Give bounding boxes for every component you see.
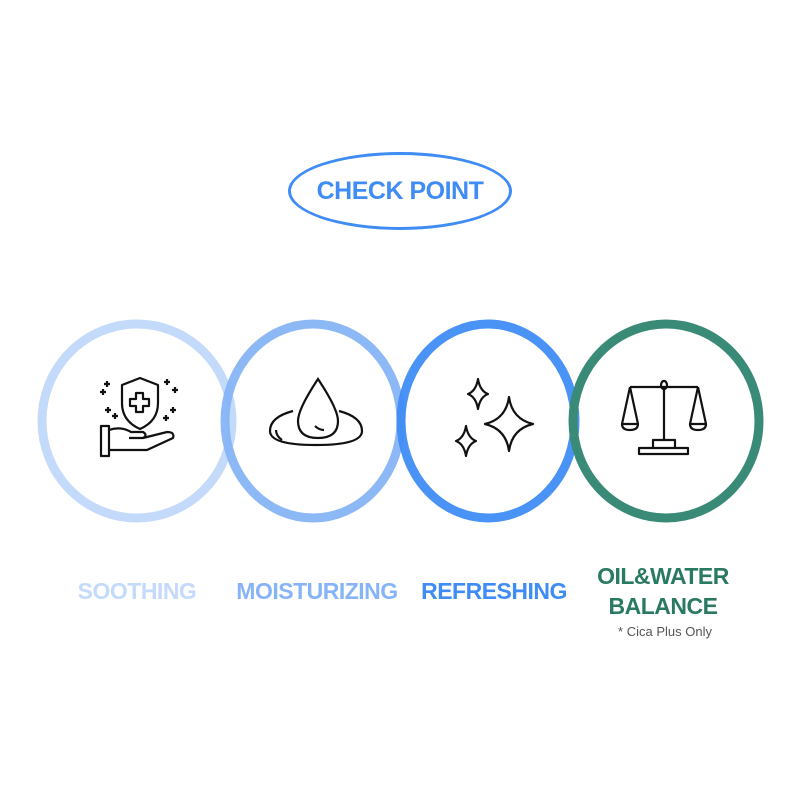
balance-scale-icon	[620, 379, 708, 456]
circle-balance	[568, 319, 764, 523]
label-refreshing: REFRESHING	[421, 578, 567, 604]
cica-plus-note: * Cica Plus Only	[618, 624, 712, 639]
water-drop-icon	[268, 377, 364, 447]
label-soothing: SOOTHING	[77, 578, 197, 604]
circle-moisturizing	[220, 319, 406, 523]
sparkles-icon	[454, 377, 535, 458]
label-balance-line1: OIL&WATER	[597, 563, 729, 589]
circle-refreshing	[396, 319, 580, 523]
label-moisturizing: MOISTURIZING	[236, 578, 398, 604]
label-balance-line2: BALANCE	[608, 593, 718, 619]
circle-soothing	[37, 319, 237, 523]
label-balance: OIL&WATER BALANCE	[563, 561, 763, 621]
check-point-badge: CHECK POINT	[288, 152, 512, 230]
shield-hand-icon	[99, 376, 178, 458]
check-point-title: CHECK POINT	[316, 176, 484, 205]
